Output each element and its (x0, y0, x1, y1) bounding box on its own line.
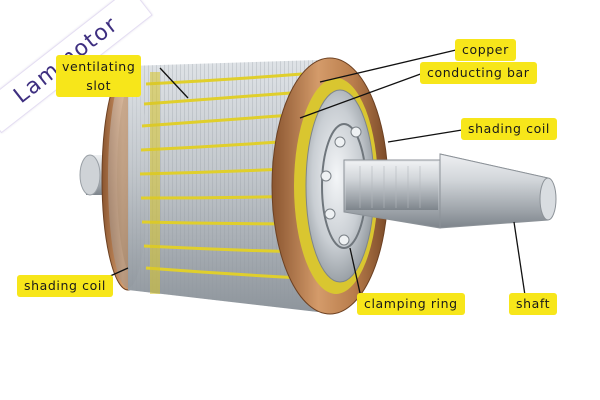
label-conducting-bar: conducting bar (420, 62, 537, 84)
leader-lines (87, 49, 527, 303)
label-shading-coil-left: shading coil (17, 275, 113, 297)
label-shaft: shaft (509, 293, 558, 315)
label-shading-coil-right: shading coil (461, 118, 557, 140)
label-copper: copper (455, 39, 516, 61)
label-clamping-ring: clamping ring (357, 293, 465, 315)
bar-ends-left (150, 72, 160, 294)
shaft (343, 153, 557, 229)
label-ventilating-slot: ventilating slot (56, 55, 142, 97)
